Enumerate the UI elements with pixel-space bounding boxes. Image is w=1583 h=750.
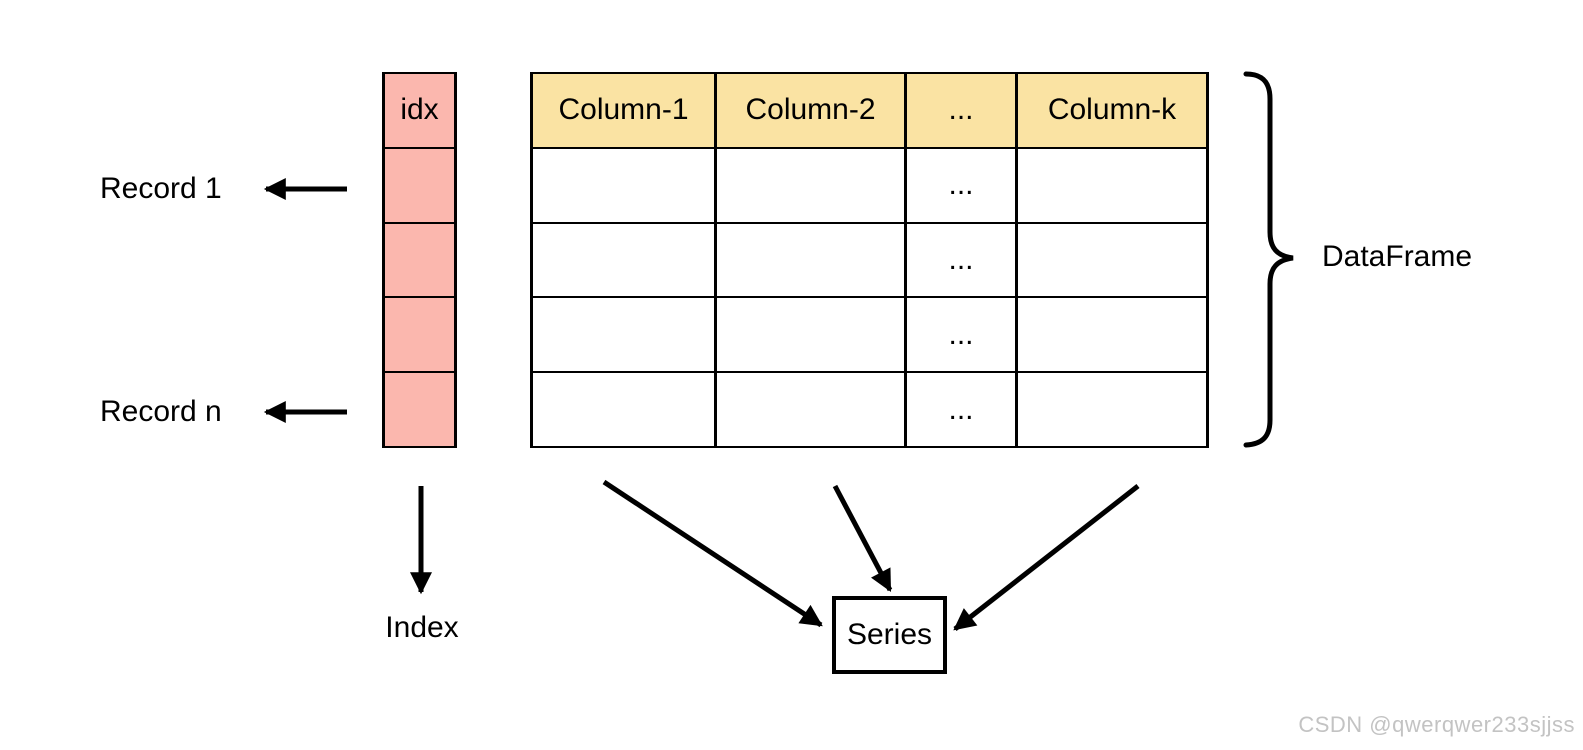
watermark: CSDN @qwerqwer233sjjss	[1298, 712, 1575, 737]
series-arrow-from-column-1	[602, 479, 823, 628]
column-header-k: Column-k	[1018, 74, 1209, 149]
table-cell	[717, 298, 907, 374]
index-cell-2	[385, 223, 457, 299]
table-cell	[717, 148, 907, 224]
index-column-header: idx	[385, 74, 457, 149]
table-cell-ellipsis: ...	[907, 223, 1018, 299]
table-cell	[1018, 223, 1209, 299]
dataframe-brace	[1243, 71, 1294, 448]
table-cell	[717, 223, 907, 299]
table-cell	[533, 148, 717, 224]
column-header-1: Column-1	[533, 74, 717, 149]
dataframe-label: DataFrame	[1322, 240, 1473, 273]
table-cell-ellipsis: ...	[907, 373, 1018, 448]
table-cell	[717, 373, 907, 448]
index-label: Index	[385, 611, 459, 644]
table-cell-ellipsis: ...	[907, 298, 1018, 374]
index-column: idx	[382, 72, 457, 448]
table-cell	[1018, 373, 1209, 448]
column-header-ellipsis: ...	[907, 74, 1018, 149]
series-arrow-from-column-k	[953, 484, 1140, 631]
series-box: Series	[832, 596, 947, 674]
record-1-label: Record 1	[100, 172, 222, 205]
table-cell	[1018, 298, 1209, 374]
column-header-2: Column-2	[717, 74, 907, 149]
series-label: Series	[846, 618, 933, 651]
series-arrow-from-column-2	[832, 484, 893, 592]
table-cell	[533, 373, 717, 448]
index-cell-1	[385, 148, 457, 224]
dataframe-table: Column-1 Column-2 ... Column-k ... ... .…	[530, 72, 1209, 448]
table-cell	[533, 298, 717, 374]
table-cell-ellipsis: ...	[907, 148, 1018, 224]
table-cell	[533, 223, 717, 299]
index-cell-3	[385, 298, 457, 374]
index-cell-4	[385, 373, 457, 448]
table-cell	[1018, 148, 1209, 224]
record-n-label: Record n	[100, 395, 222, 428]
